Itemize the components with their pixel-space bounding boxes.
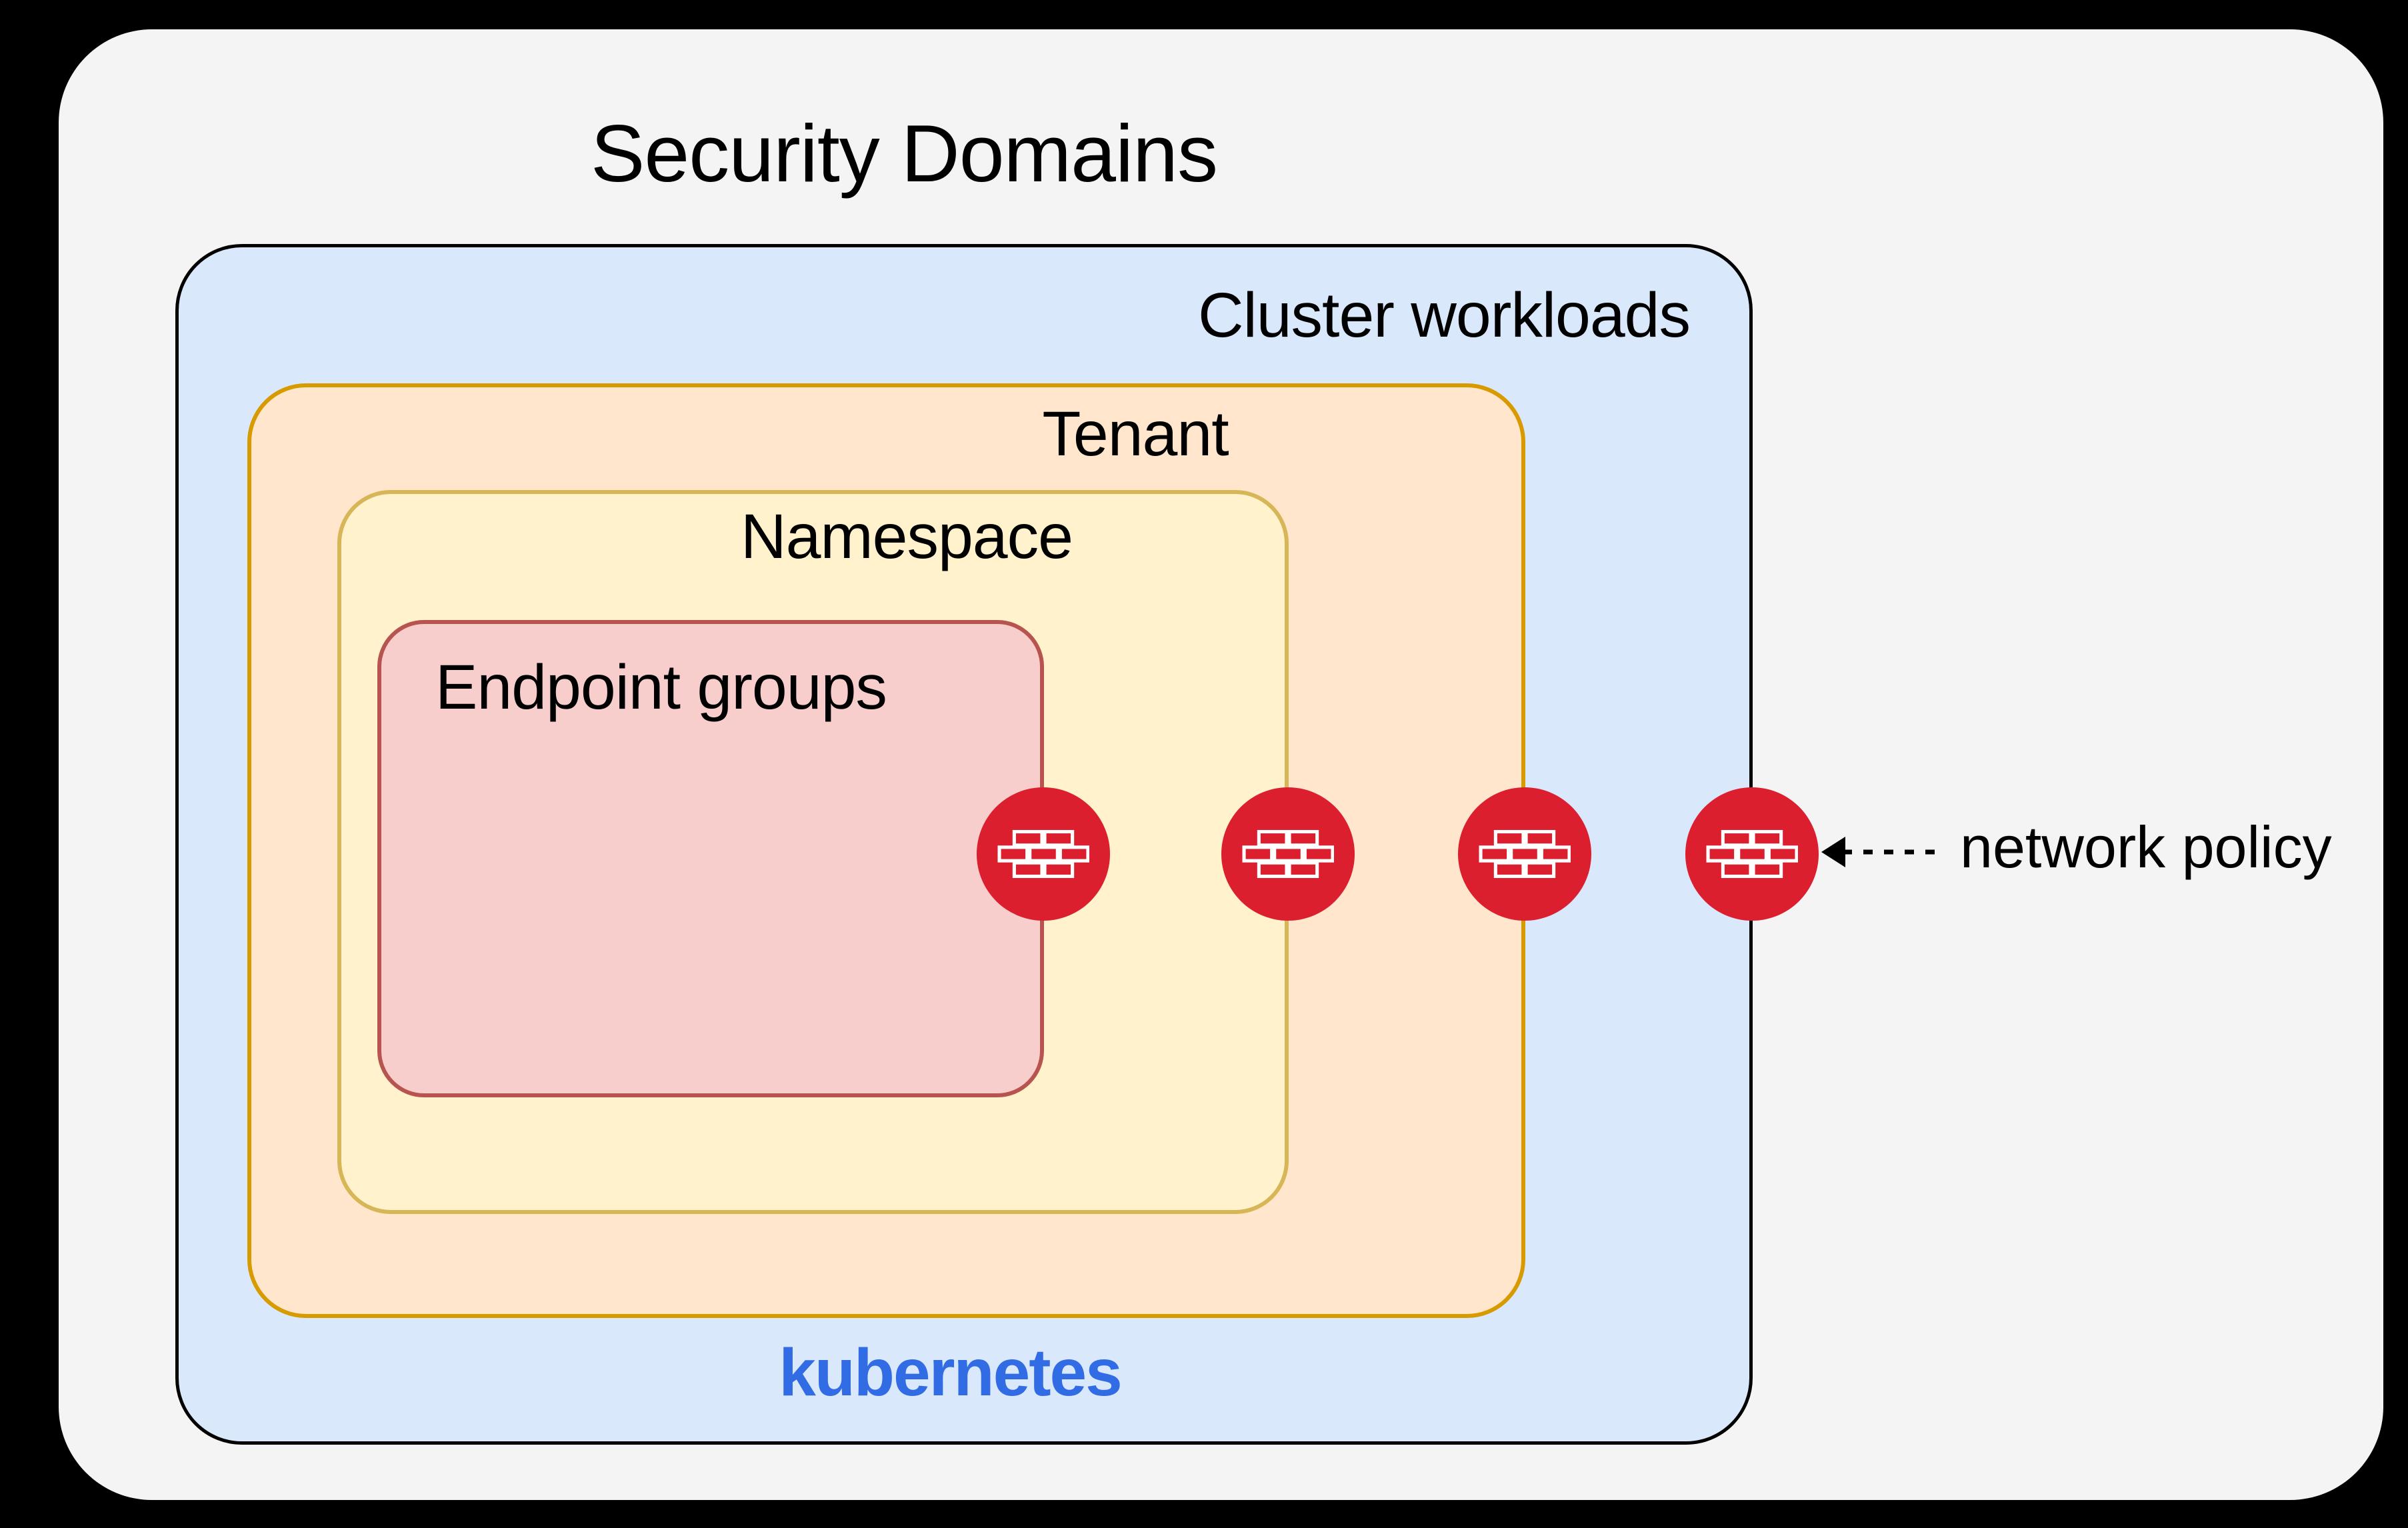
- cluster-workloads-label: Cluster workloads: [1198, 280, 1691, 351]
- endpoint-groups-box: [377, 620, 1044, 1097]
- endpoint-groups-label: Endpoint groups: [435, 652, 887, 723]
- firewall-brick-icon: [1242, 829, 1334, 879]
- security-domains-panel: Security Domains Cluster workloads Tenan…: [59, 29, 2383, 1500]
- namespace-label: Namespace: [741, 501, 1073, 572]
- tenant-label: Tenant: [1042, 399, 1229, 469]
- dashed-arrow-left-icon: [1821, 837, 1944, 867]
- network-policy-label: network policy: [1960, 814, 2332, 880]
- firewall-node-tenant-boundary: [1458, 787, 1591, 921]
- firewall-brick-icon: [997, 829, 1089, 879]
- firewall-node-endpoint-boundary: [977, 787, 1110, 921]
- firewall-brick-icon: [1479, 829, 1571, 879]
- firewall-node-namespace-boundary: [1221, 787, 1355, 921]
- firewall-node-cluster-boundary: [1685, 787, 1819, 921]
- network-policy-arrow: [1820, 828, 1947, 876]
- page-title: Security Domains: [591, 108, 1218, 199]
- firewall-brick-icon: [1706, 829, 1798, 879]
- kubernetes-wordmark: kubernetes: [779, 1335, 1123, 1410]
